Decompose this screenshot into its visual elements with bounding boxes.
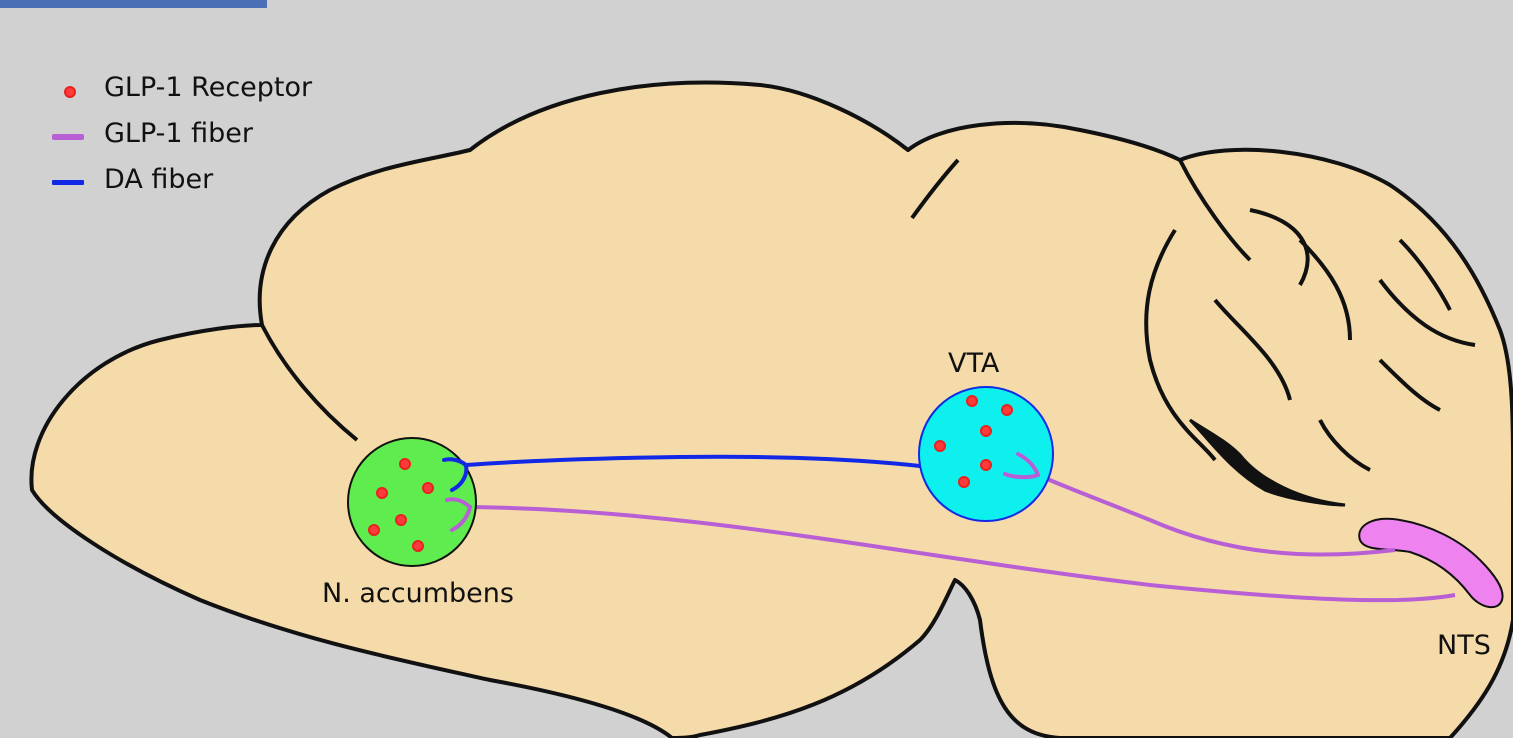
glp1-receptor bbox=[959, 477, 969, 487]
nacc-region bbox=[348, 438, 476, 566]
glp1-receptor bbox=[413, 541, 423, 551]
nts-label: NTS bbox=[1437, 632, 1491, 659]
glp1-receptor bbox=[369, 525, 379, 535]
legend-label: GLP-1 Receptor bbox=[104, 74, 312, 101]
nacc-label: N. accumbens bbox=[322, 580, 514, 607]
blue-line-icon bbox=[52, 180, 84, 185]
legend-label: DA fiber bbox=[104, 166, 213, 193]
glp1-receptor bbox=[981, 460, 991, 470]
glp1-receptor bbox=[967, 396, 977, 406]
glp1-receptor bbox=[377, 488, 387, 498]
glp1-receptor bbox=[400, 459, 410, 469]
purple-line-icon bbox=[52, 134, 84, 140]
red-dot-icon bbox=[64, 86, 76, 98]
vta-label: VTA bbox=[948, 350, 999, 377]
vta-region bbox=[919, 387, 1053, 521]
glp1-receptor bbox=[935, 441, 945, 451]
brain-outline bbox=[31, 83, 1513, 738]
glp1-receptor bbox=[981, 426, 991, 436]
glp1-receptor bbox=[423, 483, 433, 493]
glp1-receptor bbox=[1002, 405, 1012, 415]
legend-label: GLP-1 fiber bbox=[104, 120, 253, 147]
glp1-receptor bbox=[396, 515, 406, 525]
